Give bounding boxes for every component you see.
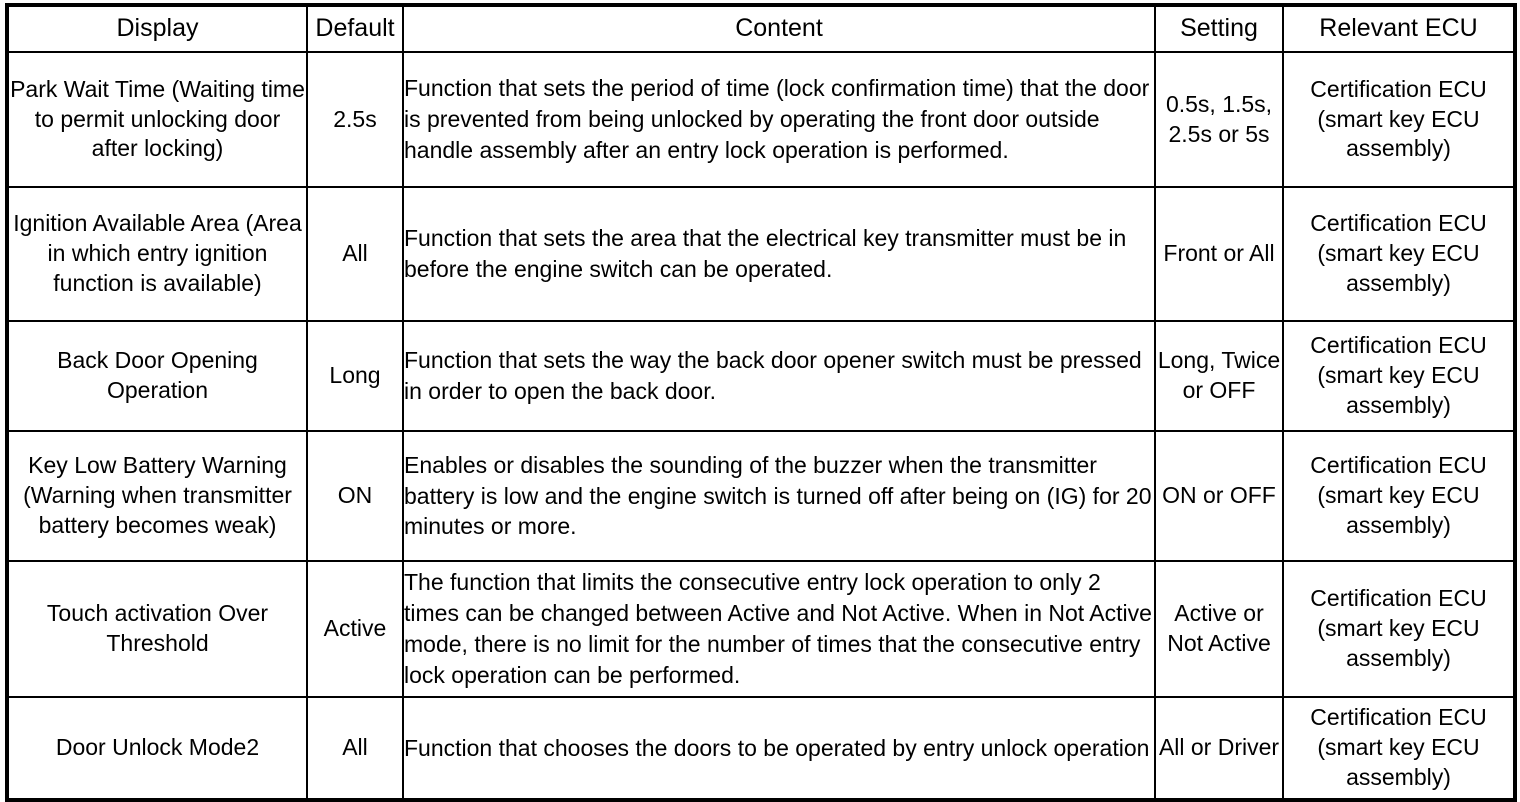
cell-display: Back Door Opening Operation [6,320,308,432]
content-text: Function that sets the way the back door… [404,347,1142,404]
default-value: 2.5s [333,105,377,132]
table-row: Touch activation Over Threshold Active T… [6,560,1516,698]
default-value: All [342,240,368,267]
display-text: Key Low Battery Warning (Warning when tr… [23,452,292,538]
cell-display: Park Wait Time (Waiting time to permit u… [6,51,308,188]
column-header-default: Default [306,4,404,53]
relevant-ecu-text: Certification ECU (smart key ECU assembl… [1310,332,1487,418]
content-text: Function that chooses the doors to be op… [404,734,1150,761]
cell-content: Function that sets the way the back door… [402,320,1156,432]
setting-values: Active or Not Active [1167,600,1271,656]
cell-content: Function that chooses the doors to be op… [402,696,1156,801]
cell-content: Enables or disables the sounding of the … [402,430,1156,562]
cell-relevant-ecu: Certification ECU (smart key ECU assembl… [1282,320,1516,432]
display-text: Back Door Opening Operation [57,347,258,403]
setting-values: All or Driver [1158,734,1280,761]
cell-default: All [306,186,404,322]
table-row: Park Wait Time (Waiting time to permit u… [6,51,1516,188]
cell-relevant-ecu: Certification ECU (smart key ECU assembl… [1282,696,1516,801]
default-value: Active [323,615,387,642]
display-text: Touch activation Over Threshold [46,600,269,656]
table-body: Park Wait Time (Waiting time to permit u… [6,51,1516,801]
cell-default: ON [306,430,404,562]
relevant-ecu-text: Certification ECU (smart key ECU assembl… [1310,75,1487,162]
default-value: Long [329,362,381,389]
cell-setting: Long, Twice or OFF [1154,320,1284,432]
content-text: Enables or disables the sounding of the … [404,451,1152,540]
cell-setting: All or Driver [1154,696,1284,801]
default-value: ON [337,482,373,509]
table-row: Back Door Opening Operation Long Functio… [6,320,1516,432]
cell-relevant-ecu: Certification ECU (smart key ECU assembl… [1282,430,1516,562]
table-row: Key Low Battery Warning (Warning when tr… [6,430,1516,562]
table-header-row: Display Default Content Setting Relevant… [6,4,1516,53]
column-header-content: Content [402,4,1156,53]
cell-content: Function that sets the period of time (l… [402,51,1156,188]
setting-values: ON or OFF [1162,482,1276,509]
display-text: Door Unlock Mode2 [55,734,260,761]
cell-display: Touch activation Over Threshold [6,560,308,698]
content-text: Function that sets the area that the ele… [404,225,1127,282]
content-text: The function that limits the consecutive… [404,569,1152,688]
cell-relevant-ecu: Certification ECU (smart key ECU assembl… [1282,560,1516,698]
cell-setting: 0.5s, 1.5s, 2.5s or 5s [1154,51,1284,188]
cell-default: Long [306,320,404,432]
cell-default: 2.5s [306,51,404,188]
cell-default: All [306,696,404,801]
table-row: Door Unlock Mode2 All Function that choo… [6,696,1516,801]
setting-values: Front or All [1163,240,1275,267]
cell-content: The function that limits the consecutive… [402,560,1156,698]
table-row: Ignition Available Area (Area in which e… [6,186,1516,322]
column-header-display: Display [6,4,308,53]
cell-display: Key Low Battery Warning (Warning when tr… [6,430,308,562]
relevant-ecu-text: Certification ECU (smart key ECU assembl… [1310,585,1487,671]
relevant-ecu-text: Certification ECU (smart key ECU assembl… [1310,452,1487,538]
table-header: Display Default Content Setting Relevant… [6,4,1516,53]
customize-parameters-table: Display Default Content Setting Relevant… [5,3,1517,802]
relevant-ecu-text: Certification ECU (smart key ECU assembl… [1310,704,1487,790]
cell-setting: Active or Not Active [1154,560,1284,698]
cell-relevant-ecu: Certification ECU (smart key ECU assembl… [1282,51,1516,188]
display-text: Park Wait Time (Waiting time to permit u… [10,75,305,162]
cell-relevant-ecu: Certification ECU (smart key ECU assembl… [1282,186,1516,322]
relevant-ecu-text: Certification ECU (smart key ECU assembl… [1310,210,1487,296]
cell-display: Ignition Available Area (Area in which e… [6,186,308,322]
column-header-relevant-ecu: Relevant ECU [1282,4,1516,53]
cell-setting: ON or OFF [1154,430,1284,562]
display-text: Ignition Available Area (Area in which e… [13,210,302,296]
setting-values: 0.5s, 1.5s, 2.5s or 5s [1165,90,1273,147]
cell-content: Function that sets the area that the ele… [402,186,1156,322]
column-header-setting: Setting [1154,4,1284,53]
cell-setting: Front or All [1154,186,1284,322]
cell-default: Active [306,560,404,698]
setting-values: Long, Twice or OFF [1157,347,1281,403]
default-value: All [342,734,368,761]
cell-display: Door Unlock Mode2 [6,696,308,801]
content-text: Function that sets the period of time (l… [404,75,1150,163]
